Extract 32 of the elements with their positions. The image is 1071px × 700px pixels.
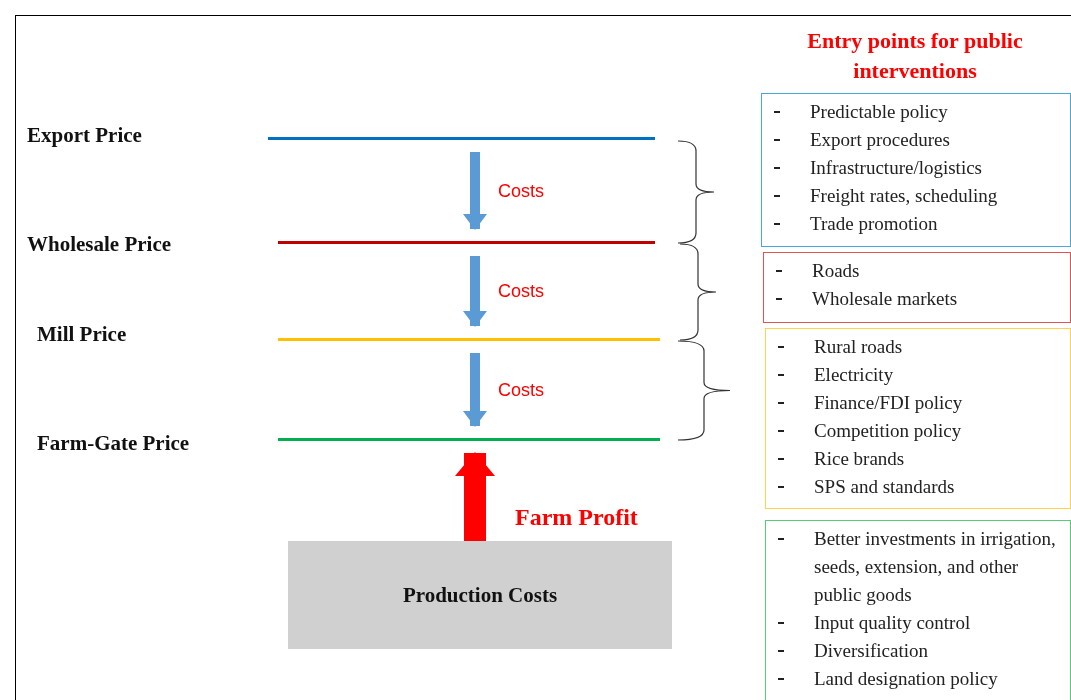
list-item: Predictable policy (810, 100, 948, 124)
arrow (455, 452, 495, 541)
intervention-box (765, 328, 1071, 509)
list-item: Export procedures (810, 128, 950, 152)
list-item: Input quality control (814, 611, 971, 635)
intervention-box (763, 252, 1071, 323)
arrow (463, 256, 487, 327)
list-item: Freight rates, scheduling (810, 184, 998, 208)
arrow (463, 152, 487, 230)
list-item: Wholesale markets (812, 287, 958, 311)
production-costs-box (288, 541, 672, 649)
list-item: Finance/FDI policy (814, 391, 963, 415)
list-item: Trade promotion (810, 212, 938, 236)
list-item: Roads (812, 259, 860, 283)
price-label: Wholesale Price (27, 232, 172, 256)
intervention-box (761, 93, 1071, 247)
price-label: Export Price (27, 123, 142, 147)
price-label: Mill Price (37, 322, 127, 346)
list-item: SPS and standards (814, 475, 955, 499)
list-item: Land designation policy (814, 667, 998, 691)
price-label: Farm-Gate Price (37, 431, 190, 455)
arrow (463, 353, 487, 427)
list-item: Diversification (814, 639, 928, 663)
list-item: Infrastructure/logistics (810, 156, 982, 180)
list-item: Electricity (814, 363, 894, 387)
list-item: Rice brands (814, 447, 905, 471)
list-item: Competition policy (814, 419, 962, 443)
intervention-box (765, 520, 1071, 700)
column-heading: Entry points for public interventions (806, 27, 1024, 85)
list-item: Better investments in irrigation, seeds, extension, and other public goods (814, 527, 1057, 607)
box-title: Production Costs (402, 582, 558, 608)
list-item: Rural roads (814, 335, 903, 359)
